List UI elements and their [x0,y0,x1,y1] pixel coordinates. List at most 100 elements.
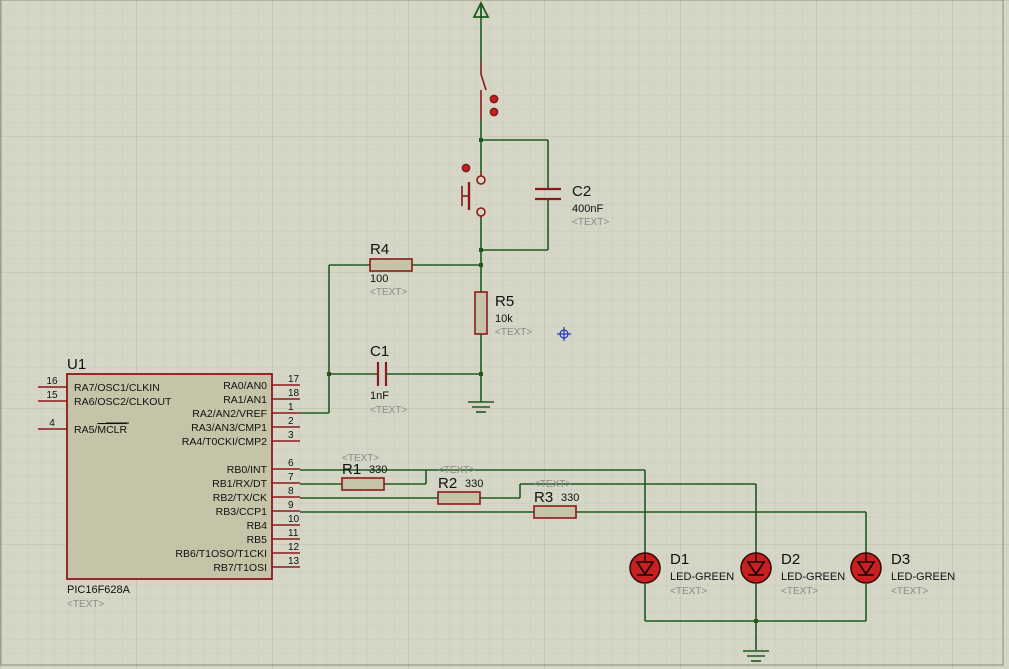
d3-value: LED-GREEN [891,571,955,583]
pin-label: RA2/AN2/VREF [192,408,267,420]
r1-text: <TEXT> [342,453,379,464]
d1-ref: D1 [670,551,689,568]
d1-value: LED-GREEN [670,571,734,583]
pin-label: RA5/MCLR [74,424,128,436]
pin-label: RB0/INT [227,464,268,476]
crosshair-probe-icon[interactable] [557,327,571,341]
pin-label: RB2/TX/CK [213,492,267,504]
chip-u1[interactable]: U1 PIC16F628A <TEXT> [66,356,273,610]
d2-text: <TEXT> [781,586,818,597]
pin-label: RA0/AN0 [223,380,267,392]
pin-number: 16 [46,376,58,387]
capacitor-c1[interactable]: C1 1nF <TEXT> [370,343,407,416]
d2-ref: D2 [781,551,800,568]
d3-text: <TEXT> [891,586,928,597]
resistor-r2[interactable]: R2 330 <TEXT> [437,465,483,505]
pin-number: 1 [288,402,294,413]
r1-ref: R1 [342,461,361,478]
pin-label: RA1/AN1 [223,394,267,406]
r4-ref: R4 [370,241,389,258]
resistor-r5[interactable]: R5 10k <TEXT> [474,291,532,338]
ground-symbol-1[interactable] [468,400,494,413]
pin-number: 12 [288,542,300,553]
pin-label: RB7/T1OSI [213,562,267,574]
r1-value: 330 [369,464,387,476]
r4-value: 100 [370,273,388,285]
led-d2[interactable]: D2 LED-GREEN <TEXT> [740,551,845,597]
r5-value: 10k [495,313,513,325]
wires [300,16,867,650]
push-button[interactable] [461,163,486,218]
pin-label: RA6/OSC2/CLKOUT [74,396,172,408]
led-d1[interactable]: D1 LED-GREEN <TEXT> [629,551,734,597]
capacitor-c2[interactable]: C2 400nF <TEXT> [535,183,609,228]
pin-number: 15 [46,390,58,401]
c2-value: 400nF [572,203,603,215]
pin-label: RB5 [247,534,268,546]
pin-number: 13 [288,556,300,567]
pin-number: 17 [288,374,300,385]
chip-pins: 16RA7/OSC1/CLKIN15RA6/OSC2/CLKOUT4RA5/MC… [38,374,300,574]
c1-text: <TEXT> [370,405,407,416]
pin-number: 18 [288,388,300,399]
pin-label: RB4 [247,520,268,532]
resistor-r3[interactable]: R3 330 <TEXT> [533,479,579,519]
d1-text: <TEXT> [670,586,707,597]
pin-number: 3 [288,430,294,441]
u1-text: <TEXT> [67,599,104,610]
c1-value: 1nF [370,390,389,402]
pin-number: 11 [288,528,299,539]
pin-number: 8 [288,486,294,497]
led-d3[interactable]: D3 LED-GREEN <TEXT> [850,551,955,597]
r2-text: <TEXT> [438,465,475,476]
r3-value: 330 [561,492,579,504]
r4-text: <TEXT> [370,287,407,298]
r2-ref: R2 [438,475,457,492]
r5-ref: R5 [495,293,514,310]
pin-number: 6 [288,458,294,469]
r3-ref: R3 [534,489,553,506]
c1-ref: C1 [370,343,389,360]
r3-text: <TEXT> [534,479,571,490]
c2-text: <TEXT> [572,217,609,228]
pin-number: 7 [288,472,294,483]
pin-number: 2 [288,416,294,427]
resistor-r4[interactable]: R4 100 <TEXT> [369,241,413,298]
c2-ref: C2 [572,183,591,200]
pin-label: RA3/AN3/CMP1 [191,422,267,434]
r5-text: <TEXT> [495,327,532,338]
switch-top[interactable] [480,62,499,120]
junctions [327,138,758,623]
pin-label: RB1/RX/DT [212,478,267,490]
pin-label: RB3/CCP1 [216,506,268,518]
pin-label: RA4/T0CKI/CMP2 [182,436,267,448]
r2-value: 330 [465,478,483,490]
resistor-r1[interactable]: R1 330 <TEXT> [341,453,387,491]
ground-symbol-2[interactable] [743,650,769,662]
pin-number: 10 [288,514,300,525]
power-terminal[interactable] [472,0,490,18]
pin-label: RA7/OSC1/CLKIN [74,382,160,394]
u1-ref: U1 [67,356,86,373]
d3-ref: D3 [891,551,910,568]
d2-value: LED-GREEN [781,571,845,583]
pin-number: 4 [49,418,55,429]
